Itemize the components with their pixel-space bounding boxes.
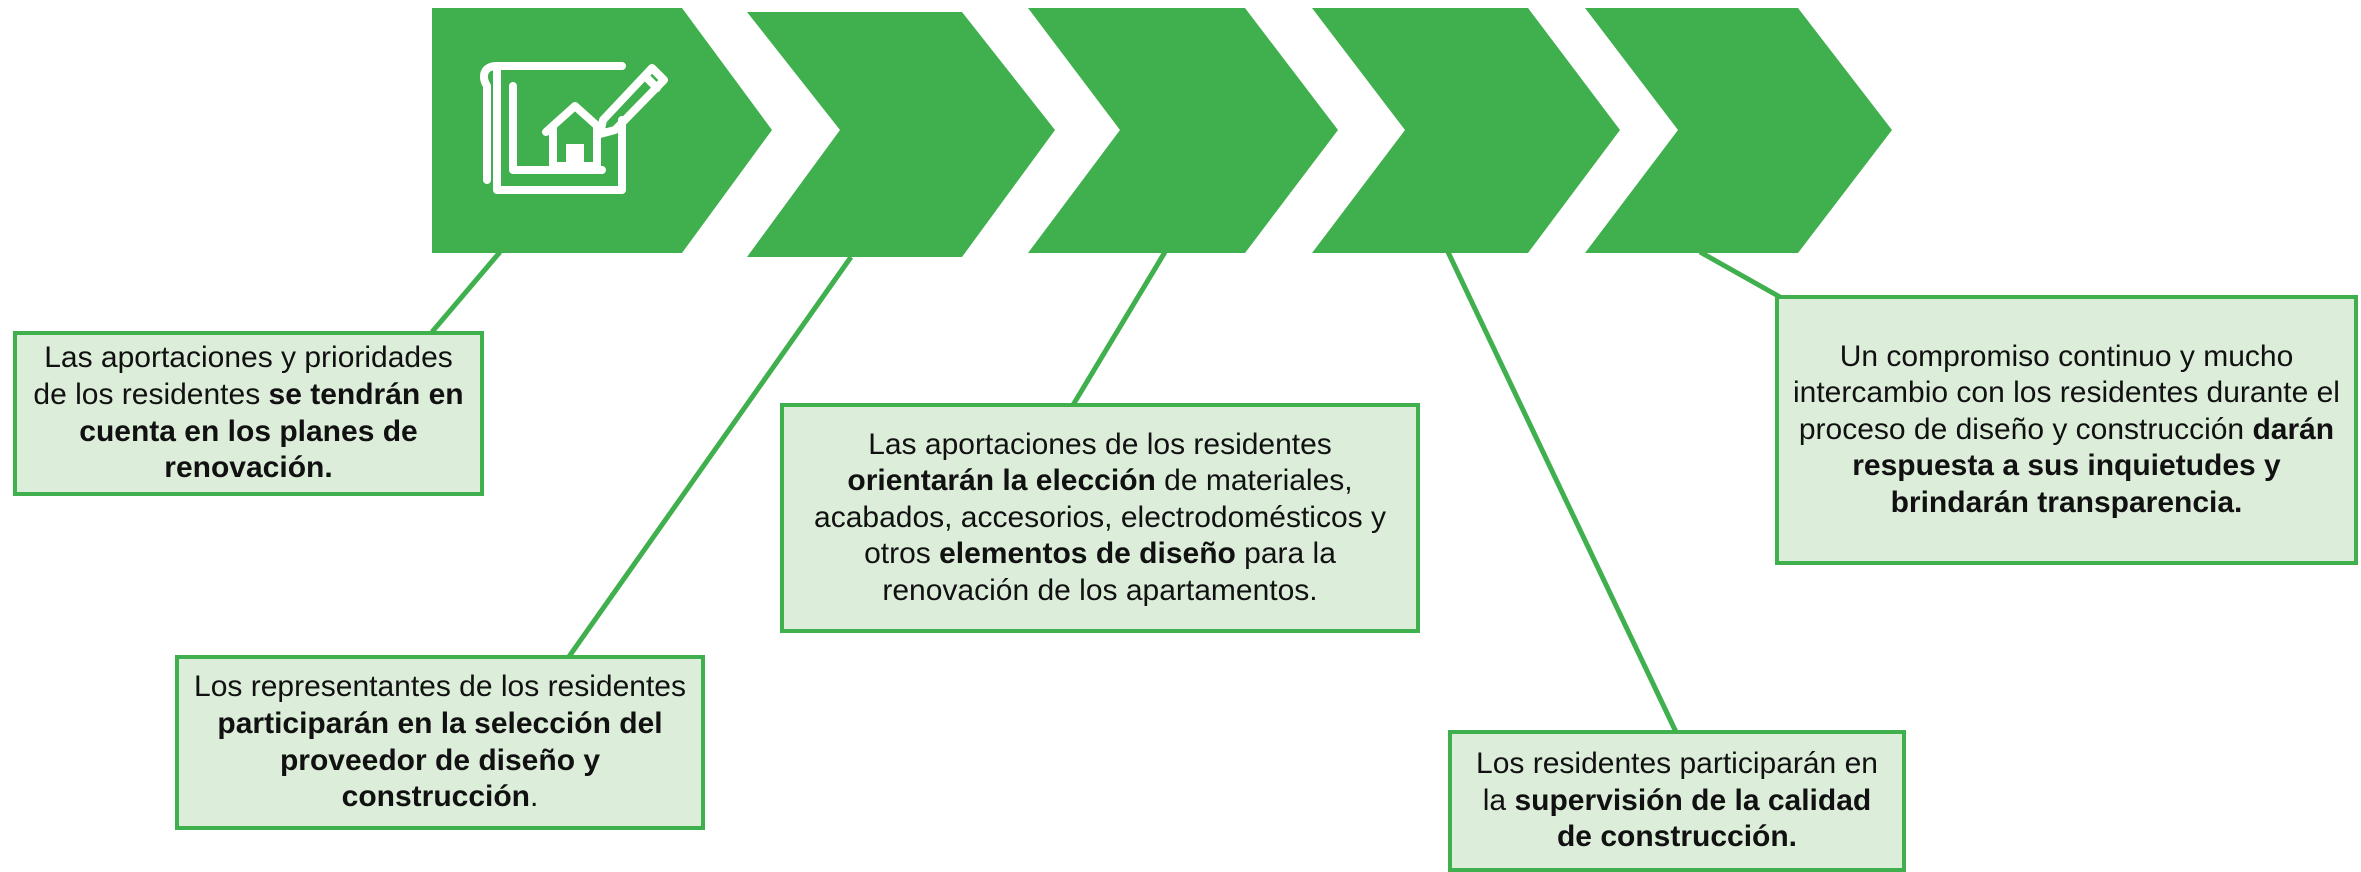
emphasis-text: participarán en la selección del proveed… [217,706,663,814]
emphasis-text: orientarán la elección [847,464,1156,498]
connector-line-5 [1698,249,1782,300]
body-text: Los residentes participarán en la [1476,747,1878,817]
info-box-5-text: Un compromiso continuo y mucho intercamb… [1793,339,2340,522]
info-box-3: Las aportaciones de los residentes orien… [780,403,1420,633]
info-box-5: Un compromiso continuo y mucho intercamb… [1775,295,2358,565]
body-text: Los representantes de los residentes [194,670,686,704]
info-box-4: Los residentes participarán en la superv… [1448,730,1906,872]
body-text: de materiales, acabados, accesorios, ele… [814,464,1386,571]
connector-line-2 [565,255,854,660]
emphasis-text: se tendrán en cuenta en los planes de re… [79,377,464,485]
chevron-step-2 [747,12,1055,257]
info-box-2: Los representantes de los residentes par… [175,655,705,830]
connector-line-3 [1070,250,1168,407]
info-box-1: Las aportaciones y prioridades de los re… [13,331,484,496]
chevron-step-3 [1028,8,1338,253]
info-box-2-text: Los representantes de los residentes par… [193,669,687,815]
info-box-1-text: Las aportaciones y prioridades de los re… [31,340,466,486]
chevron-step-5 [1585,8,1892,253]
house-blueprint-pencil-icon [480,62,668,194]
info-box-3-text: Las aportaciones de los residentes orien… [798,427,1402,610]
connector-line-1 [430,250,502,334]
emphasis-text: darán respuesta a sus inquietudes y brin… [1852,412,2335,519]
body-text: Las aportaciones de los residentes [868,427,1332,461]
body-text: para la renovación de los apartamentos. [882,537,1336,607]
body-text: Las aportaciones y prioridades de los re… [33,341,453,411]
emphasis-text: elementos de diseño [939,537,1236,571]
emphasis-text: supervisión de la calidad de construcció… [1514,783,1872,854]
connector-line-4 [1445,250,1679,734]
body-text: . [530,780,539,814]
info-box-4-text: Los residentes participarán en la superv… [1466,746,1888,856]
body-text: Un compromiso continuo y mucho intercamb… [1793,339,2340,446]
chevron-step-4 [1312,8,1620,253]
